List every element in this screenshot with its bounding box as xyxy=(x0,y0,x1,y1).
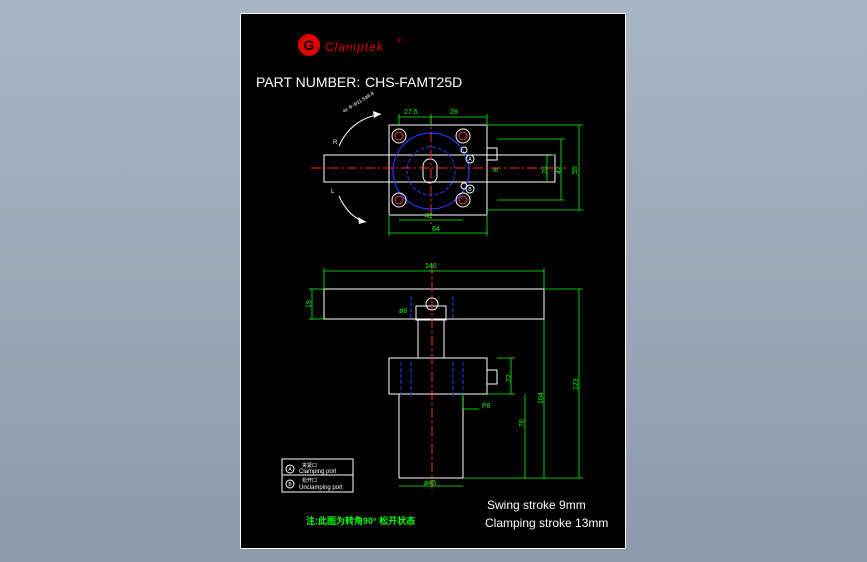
top-fitting xyxy=(486,147,498,161)
label-a: A xyxy=(468,157,472,163)
angle-note: 4x Φ-Φ11.5ø6.8 xyxy=(342,91,376,115)
dim-42v: 42 xyxy=(556,166,563,174)
side-body xyxy=(398,393,464,479)
dim-19: 19 xyxy=(306,300,313,308)
dim-27-5: 27.5 xyxy=(404,109,418,116)
top-body-outline xyxy=(388,124,488,216)
dim-phi45: ø45 xyxy=(424,480,436,487)
dim-76: 76 xyxy=(519,419,526,427)
side-fitting xyxy=(486,369,498,385)
rotation-arc-r xyxy=(338,113,382,147)
label-b: B xyxy=(468,187,472,193)
side-view xyxy=(323,264,545,489)
top-slot xyxy=(422,158,438,184)
top-view-dim-text: 27.5 28 42 64 20 42 55 8 xyxy=(404,109,579,233)
dim-104: 104 xyxy=(538,392,545,404)
logo-circle xyxy=(298,34,320,56)
swing-stroke: Swing stroke 9mm xyxy=(487,498,586,512)
dim-42: 42 xyxy=(425,213,433,220)
drawing-note: 注:此图为转角90° 松开状态 xyxy=(306,515,415,526)
dim-64: 64 xyxy=(432,226,440,233)
legend-row1-cn: 夹紧口 xyxy=(302,462,317,469)
top-view-labels: R L 4x Φ-Φ11.5ø6.8 A B xyxy=(331,91,475,195)
side-arm xyxy=(323,288,545,320)
brand-logo: G Clamptek ® xyxy=(298,34,402,56)
dim-140: 140 xyxy=(425,263,437,270)
svg-text:B: B xyxy=(288,482,292,488)
label-l: L xyxy=(331,189,335,195)
side-view-dimensions xyxy=(309,268,583,487)
part-number-label: PART NUMBER: xyxy=(256,74,360,90)
dim-8: 8 xyxy=(493,168,500,172)
dim-20: 20 xyxy=(542,166,549,174)
dim-123: 123 xyxy=(573,378,580,390)
brand-name: Clamptek xyxy=(325,40,384,54)
svg-text:A: A xyxy=(288,467,292,473)
legend-row2-cn: 松开口 xyxy=(302,477,317,484)
part-number-value: CHS-FAMT25D xyxy=(365,74,462,90)
port-legend: A B 夹紧口 Clamping port 松开口 Unclamping por… xyxy=(281,458,354,493)
clamping-stroke: Clamping stroke 13mm xyxy=(485,516,608,530)
top-view xyxy=(311,111,566,224)
side-stem xyxy=(417,319,445,359)
top-view-dimensions xyxy=(388,114,583,236)
label-r: R xyxy=(333,140,338,146)
dim-phi8: ø8 xyxy=(399,308,407,315)
legend-row2-en: Unclamping port xyxy=(299,485,343,491)
rotation-arc-l xyxy=(338,195,367,223)
brand-mark: ® xyxy=(397,38,402,45)
legend-row1-en: Clamping port xyxy=(299,469,337,475)
technical-drawing: G Clamptek ® PART NUMBER: CHS-FAMT25D xyxy=(256,34,608,530)
dim-22: 22 xyxy=(506,374,513,382)
dim-55: 55 xyxy=(572,166,579,174)
logo-letter: G xyxy=(304,37,315,53)
side-view-dim-text: 140 19 ø8 22 P8 76 104 123 ø45 xyxy=(306,263,580,487)
dim-p8: P8 xyxy=(482,403,491,410)
side-flange xyxy=(388,357,488,395)
bolt-holes xyxy=(391,128,471,208)
dim-28: 28 xyxy=(450,109,458,116)
drawing-sheet: G Clamptek ® PART NUMBER: CHS-FAMT25D xyxy=(240,13,626,549)
